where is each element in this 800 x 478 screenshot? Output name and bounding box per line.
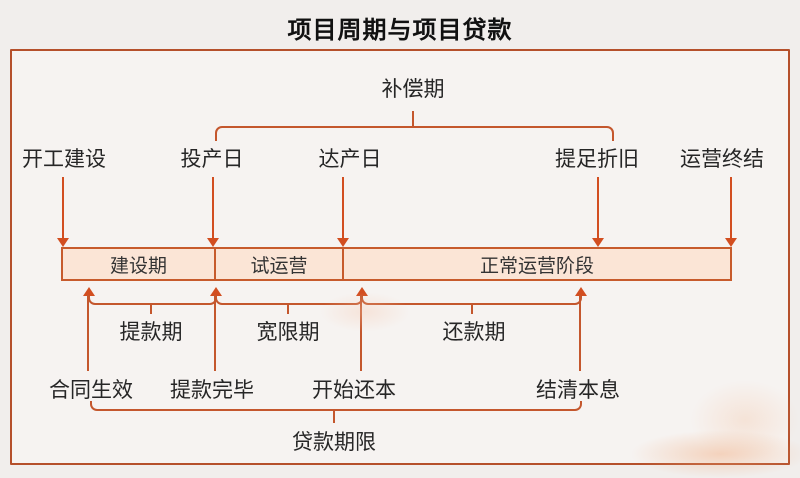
bar-segment-construction: 建设期: [63, 249, 216, 279]
grace-period-tick: [287, 303, 289, 314]
drawdown-period-label: 提款期: [119, 321, 183, 344]
drawdown-period-bracket: [88, 295, 217, 305]
joint-arrow-up-1: [83, 287, 95, 296]
arrow-full-capacity: [342, 177, 344, 239]
repayment-period-label: 还款期: [442, 321, 506, 344]
loan-term-tick: [333, 409, 335, 423]
grace-period-label: 宽限期: [256, 321, 320, 344]
arrow-construction-start-head: [57, 238, 69, 247]
grace-period-bracket: [215, 295, 363, 305]
joint-arrow-up-3: [356, 287, 368, 296]
compensation-period-label: 补偿期: [381, 78, 445, 101]
connector-settlement: [579, 295, 581, 371]
event-drawdown-complete: 提款完毕: [170, 379, 254, 402]
bar-segment-trial-operation: 试运营: [216, 249, 344, 279]
milestone-full-capacity: 达产日: [318, 148, 382, 171]
joint-arrow-up-4: [575, 287, 587, 296]
compensation-bracket-tick: [412, 111, 414, 127]
connector-contract-effective: [87, 295, 89, 371]
compensation-bracket: [215, 126, 614, 141]
arrow-full-depreciation: [597, 177, 599, 239]
arrow-operation-end-head: [725, 238, 737, 247]
connector-drawdown-complete: [214, 295, 216, 371]
page-title: 项目周期与项目贷款: [287, 17, 513, 44]
loan-term-bracket: [90, 401, 582, 411]
milestone-full-depreciation: 提足折旧: [555, 148, 639, 171]
bar-segment-normal-operation: 正常运营阶段: [479, 255, 594, 277]
joint-arrow-up-2: [210, 287, 222, 296]
loan-term-label: 贷款期限: [292, 431, 376, 454]
milestone-construction-start: 开工建设: [22, 148, 106, 171]
arrow-full-depreciation-head: [592, 238, 604, 247]
milestone-production-start: 投产日: [180, 148, 244, 171]
drawdown-period-tick: [150, 303, 152, 314]
repayment-period-tick: [471, 303, 473, 314]
arrow-production-start: [212, 177, 214, 239]
timeline-bar: 建设期 试运营 正常运营阶段: [61, 247, 732, 281]
arrow-full-capacity-head: [337, 238, 349, 247]
connector-repayment-start: [360, 295, 362, 371]
event-repayment-start: 开始还本: [312, 379, 396, 402]
event-settlement: 结清本息: [536, 379, 620, 402]
arrow-construction-start: [62, 177, 64, 239]
event-contract-effective: 合同生效: [49, 379, 133, 402]
arrow-production-start-head: [207, 238, 219, 247]
arrow-operation-end: [730, 177, 732, 239]
milestone-operation-end: 运营终结: [680, 148, 764, 171]
